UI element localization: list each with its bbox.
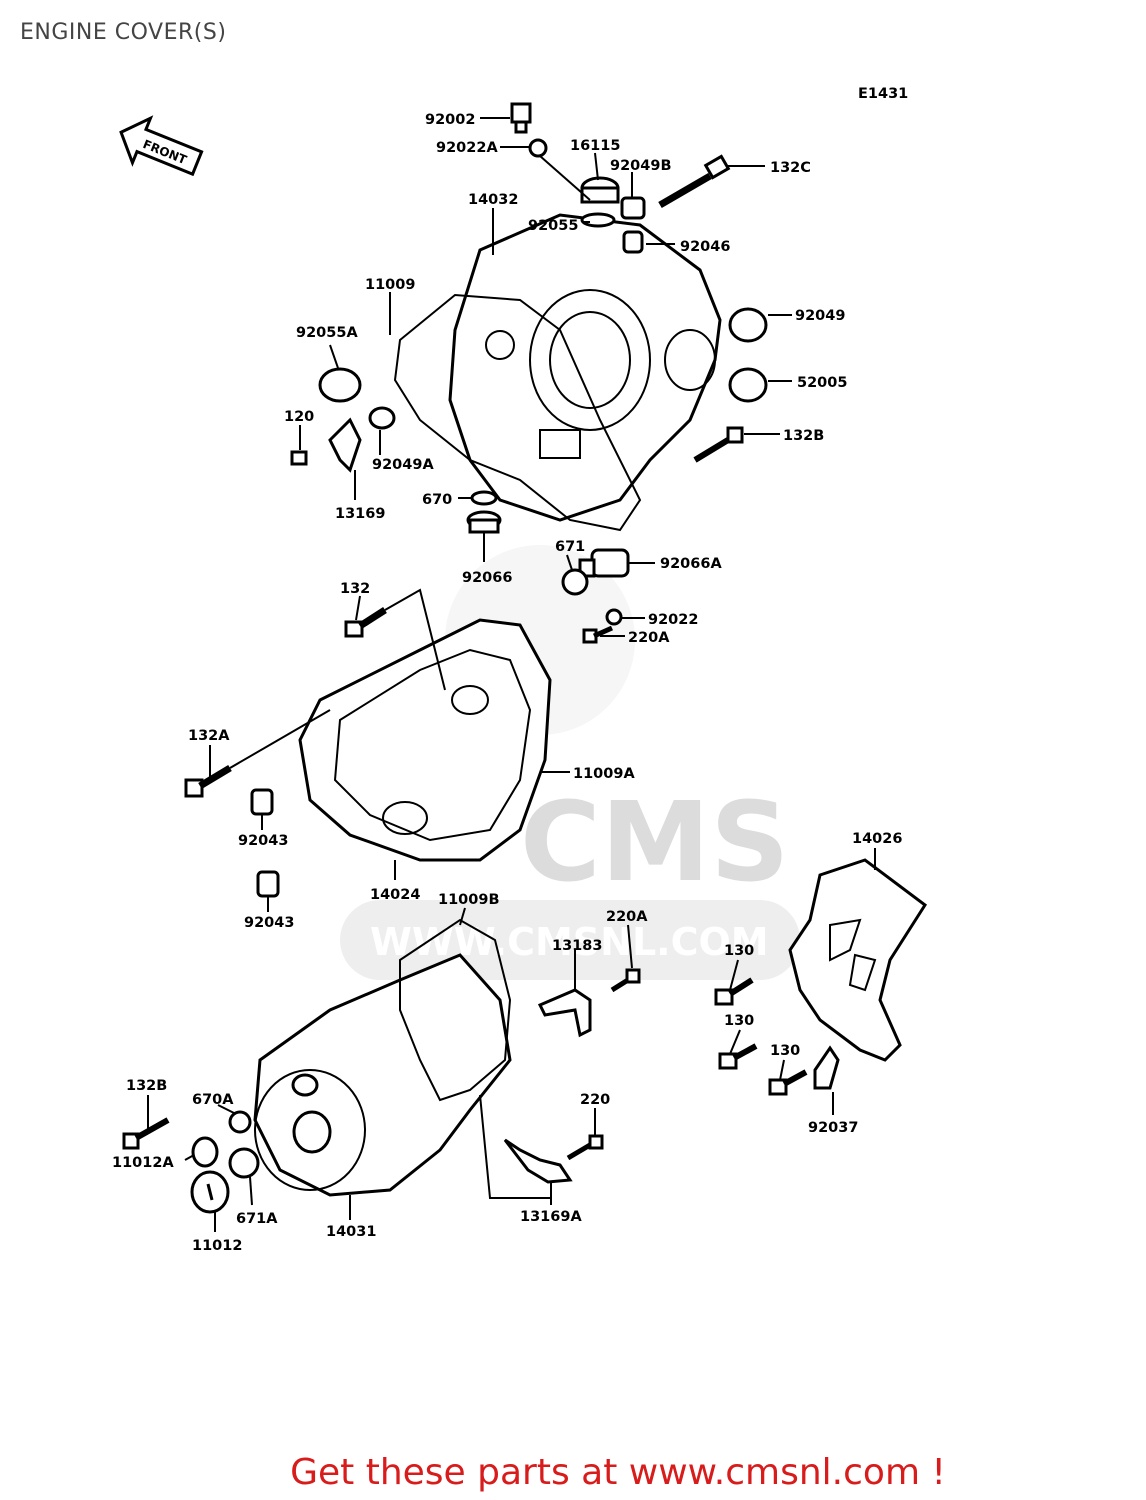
oil-cap-16115-icon: [580, 176, 620, 204]
label-13183: 13183: [552, 938, 602, 954]
label-92002: 92002: [425, 112, 475, 128]
label-92066A: 92066A: [660, 556, 722, 572]
washer-92022A-icon: [528, 138, 548, 158]
label-671: 671: [555, 539, 585, 555]
label-11012A: 11012A: [112, 1155, 174, 1171]
label-92049: 92049: [795, 308, 845, 324]
footer-link-text[interactable]: Get these parts at www.cmsnl.com !: [290, 1452, 946, 1493]
label-220A-mid: 220A: [606, 909, 648, 925]
footer-link[interactable]: Get these parts at www.cmsnl.com !: [0, 1452, 1146, 1493]
o-ring-670-icon: [470, 490, 498, 506]
bracket-13183-icon: [537, 988, 592, 1038]
page-title: ENGINE COVER(S): [20, 20, 227, 45]
o-ring-670A-icon: [228, 1110, 252, 1134]
label-92049B: 92049B: [610, 158, 672, 174]
plug-92066-icon: [466, 510, 502, 534]
label-92046: 92046: [680, 239, 730, 255]
clutch-cover-14032[interactable]: [448, 213, 722, 522]
label-92037: 92037: [808, 1120, 858, 1136]
label-671A: 671A: [236, 1211, 278, 1227]
bolt-220A-mid-icon: [610, 968, 641, 993]
label-11009: 11009: [365, 277, 415, 293]
label-13169: 13169: [335, 506, 385, 522]
plug-92066A-icon: [578, 548, 630, 578]
cap-11012-icon: [190, 1170, 230, 1214]
bolt-220A-top-icon: [582, 625, 614, 644]
label-92043-a: 92043: [238, 833, 288, 849]
seal-52005-icon: [728, 367, 768, 403]
watermark-text: CMS: [520, 778, 789, 906]
label-132B-top: 132B: [783, 428, 824, 444]
bolt-132A-icon: [184, 764, 232, 798]
bolt-132C-icon: [658, 154, 731, 209]
label-132A: 132A: [188, 728, 230, 744]
part-labels: 92002 92022A 16115 92049B 132C 14032 920…: [112, 112, 902, 1254]
label-220: 220: [580, 1092, 610, 1108]
cover-14024[interactable]: [298, 618, 552, 862]
dowel-92043-b-icon: [256, 870, 280, 898]
gasket-11009B: [399, 918, 512, 1102]
label-132: 132: [340, 581, 370, 597]
damper-92046-icon: [622, 230, 644, 254]
seal-92049-icon: [728, 307, 768, 343]
bolt-130-c-icon: [768, 1069, 808, 1096]
damper-92049B-icon: [620, 196, 646, 220]
label-14026: 14026: [852, 831, 902, 847]
diagram-code: E1431: [858, 86, 908, 102]
seal-92055A-icon: [318, 367, 362, 403]
clip-92037-icon: [813, 1045, 840, 1090]
label-132C: 132C: [770, 160, 811, 176]
label-92055: 92055: [528, 218, 578, 234]
label-13169A: 13169A: [520, 1209, 582, 1225]
o-ring-671-icon: [561, 568, 589, 596]
label-130-a: 130: [724, 943, 754, 959]
label-670A: 670A: [192, 1092, 234, 1108]
leader-lines: [147, 117, 876, 1232]
label-92043-b: 92043: [244, 915, 294, 931]
front-arrow-icon: FRONT: [119, 115, 204, 177]
label-220A-top: 220A: [628, 630, 670, 646]
label-92055A: 92055A: [296, 325, 358, 341]
bolt-130-b-icon: [718, 1043, 758, 1070]
dowel-92043-a-icon: [250, 788, 274, 816]
gasket-11009: [393, 293, 642, 532]
label-14031: 14031: [326, 1224, 376, 1240]
bolt-130-a-icon: [714, 977, 754, 1006]
washer-92022-icon: [605, 608, 623, 626]
label-92049A: 92049A: [372, 457, 434, 473]
label-132B-bottom: 132B: [126, 1078, 167, 1094]
bolt-132B-top-icon: [693, 426, 744, 463]
label-120: 120: [284, 409, 314, 425]
generator-cover-14031[interactable]: [253, 953, 512, 1197]
label-14024: 14024: [370, 887, 420, 903]
sprocket-cover-14026[interactable]: [788, 858, 928, 1062]
cap-11012A-icon: [191, 1136, 219, 1168]
label-670: 670: [422, 492, 452, 508]
label-52005: 52005: [797, 375, 847, 391]
bracket-13169A-icon: [503, 1138, 573, 1184]
bracket-13169-icon: [290, 417, 362, 473]
label-11012: 11012: [192, 1238, 242, 1254]
o-ring-92055-icon: [580, 212, 616, 228]
bolt-220-icon: [566, 1134, 604, 1161]
label-11009B: 11009B: [438, 892, 500, 908]
label-14032: 14032: [468, 192, 518, 208]
label-11009A: 11009A: [573, 766, 635, 782]
bolt-132-icon: [344, 607, 387, 638]
o-ring-671A-icon: [228, 1147, 260, 1179]
label-92066: 92066: [462, 570, 512, 586]
label-92022: 92022: [648, 612, 698, 628]
label-130-c: 130: [770, 1043, 800, 1059]
seal-92049A-icon: [368, 406, 396, 430]
watermark-url: WWW.CMSNL.COM: [370, 920, 769, 964]
label-92022A: 92022A: [436, 140, 498, 156]
label-130-b: 130: [724, 1013, 754, 1029]
label-16115: 16115: [570, 138, 620, 154]
bolt-92002-icon: [510, 102, 532, 134]
bolt-132B-bottom-icon: [122, 1117, 170, 1150]
